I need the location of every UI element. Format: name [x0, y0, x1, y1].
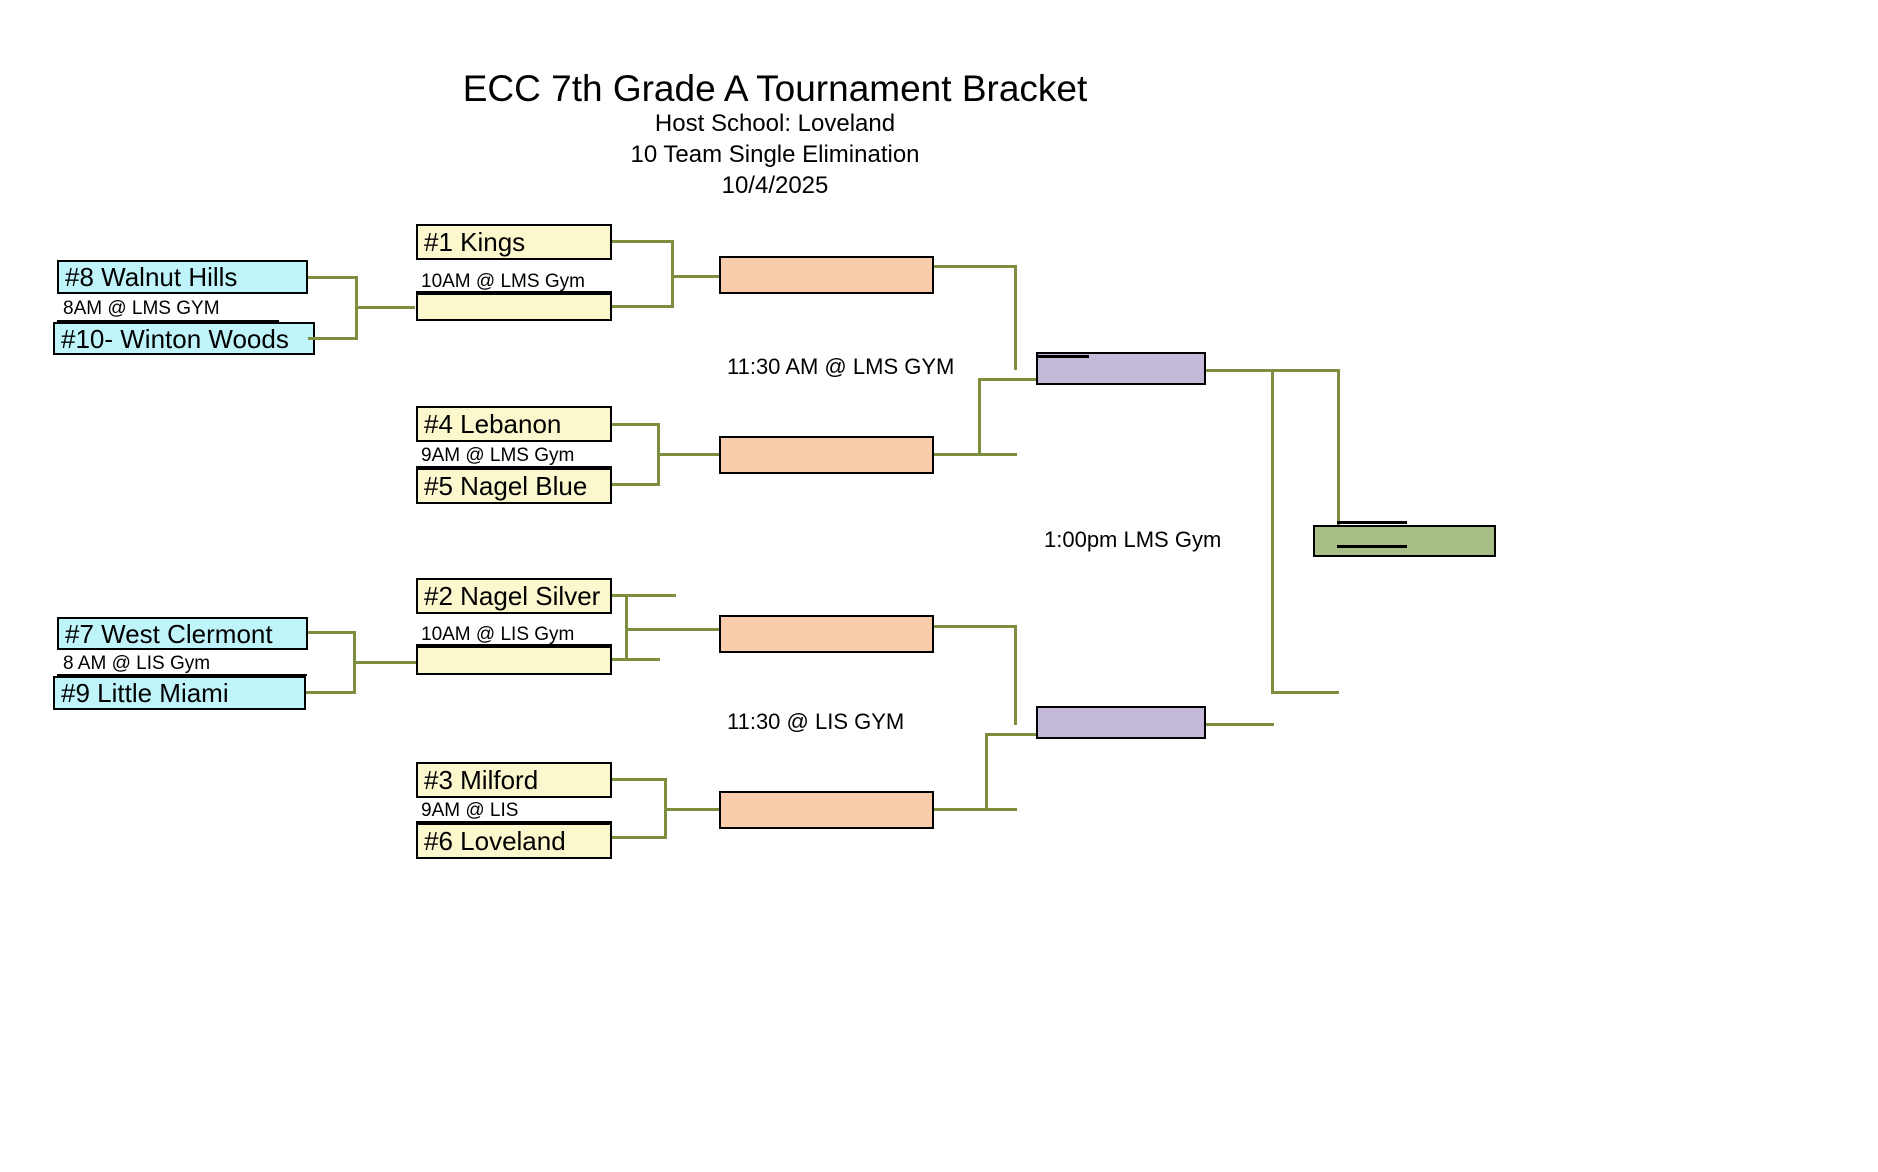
championship-tick-bottom	[1337, 545, 1407, 548]
connector-r1g3-bottom	[612, 658, 660, 661]
play-in-1-bottom-team[interactable]: #10- Winton Woods	[53, 322, 315, 355]
play-in-1-top-team[interactable]: #8 Walnut Hills	[57, 260, 308, 294]
connector-r1g3-top	[612, 594, 676, 597]
connector-r1g1-vert	[671, 240, 674, 307]
play-in-1-game-info: 8AM @ LMS GYM	[63, 298, 220, 319]
round1-game4-bottom-team[interactable]: #6 Loveland	[416, 823, 612, 859]
round1-game2-divider	[416, 466, 612, 468]
connector-r1g3-out	[625, 628, 721, 631]
semifinal-4-team[interactable]	[719, 791, 934, 829]
date-label: 10/4/2025	[721, 172, 829, 199]
connector-f1-out	[1206, 369, 1274, 372]
connector-f1-champ	[1271, 369, 1339, 372]
final-1-game-info: 11:30 AM @ LMS GYM	[727, 354, 955, 379]
round1-game4-game-info: 9AM @ LIS	[421, 800, 519, 821]
round1-game1-game-info: 10AM @ LMS Gym	[421, 271, 585, 292]
connector-sf3-out	[934, 625, 1017, 628]
play-in-2-bottom-team[interactable]: #9 Little Miami	[53, 676, 306, 710]
connector-playin2-out	[353, 661, 416, 664]
play-in-2-divider	[57, 674, 307, 676]
connector-f1-vert	[1271, 369, 1274, 694]
round1-game1-top-team[interactable]: #1 Kings	[416, 224, 612, 260]
connector-f2-out	[1206, 723, 1274, 726]
connector-playin2-bottom	[306, 691, 356, 694]
play-in-2-top-team[interactable]: #7 West Clermont	[57, 617, 308, 650]
connector-r1g4-bottom	[612, 836, 667, 839]
round1-game2-game-info: 9AM @ LMS Gym	[421, 445, 575, 466]
connector-sf1-out	[934, 265, 1017, 268]
play-in-2-game-info: 8 AM @ LIS Gym	[63, 653, 211, 674]
championship-team[interactable]	[1313, 525, 1496, 557]
round1-game3-bottom-team[interactable]	[416, 646, 612, 675]
connector-sf2-out	[934, 453, 1017, 456]
host-school-label: Host School: Loveland	[654, 110, 896, 137]
final-2-team[interactable]	[1036, 706, 1206, 739]
connector-r1g2-out	[657, 453, 721, 456]
final-1-tick	[1036, 355, 1089, 358]
round1-game3-divider	[416, 644, 612, 646]
connector-sf3-vert	[1014, 625, 1017, 725]
connector-r1g2-top	[612, 423, 660, 426]
connector-sf2-vert	[978, 378, 981, 455]
semifinal-3-team[interactable]	[719, 615, 934, 653]
connector-playin1-top	[308, 276, 358, 279]
connector-sf1-vert	[1014, 265, 1017, 370]
connector-r1g1-out	[671, 275, 721, 278]
championship-tick-top	[1337, 521, 1407, 524]
connector-champ-vert	[1337, 369, 1340, 539]
round1-game2-top-team[interactable]: #4 Lebanon	[416, 406, 612, 442]
connector-r1g1-top	[612, 240, 674, 243]
connector-f2-champ	[1271, 691, 1339, 694]
connector-r1g1-bottom	[612, 305, 674, 308]
connector-sf4-vert	[985, 733, 988, 809]
format-label: 10 Team Single Elimination	[630, 141, 920, 168]
connector-r1g4-top	[612, 778, 667, 781]
round1-game1-bottom-team[interactable]	[416, 293, 612, 321]
connector-r1g2-bottom	[612, 483, 660, 486]
round1-game4-divider	[416, 821, 612, 823]
connector-playin2-top	[308, 631, 356, 634]
connector-sf4-in	[985, 733, 1036, 736]
final-2-game-info: 11:30 @ LIS GYM	[727, 709, 905, 734]
round1-game3-top-team[interactable]: #2 Nagel Silver	[416, 578, 612, 614]
semifinal-1-team[interactable]	[719, 256, 934, 294]
semifinal-2-team[interactable]	[719, 436, 934, 474]
connector-playin1-bottom	[308, 337, 358, 340]
championship-game-info: 1:00pm LMS Gym	[1044, 527, 1222, 552]
connector-playin1-out	[355, 306, 415, 309]
connector-r1g4-out	[664, 808, 721, 811]
round1-game2-bottom-team[interactable]: #5 Nagel Blue	[416, 468, 612, 504]
connector-sf4-out	[934, 808, 1017, 811]
play-in-1-divider	[57, 320, 279, 322]
round1-game3-game-info: 10AM @ LIS Gym	[421, 624, 575, 645]
round1-game4-top-team[interactable]: #3 Milford	[416, 762, 612, 798]
round1-game1-divider	[416, 291, 612, 293]
page-title: ECC 7th Grade A Tournament Bracket	[462, 68, 1088, 109]
connector-r1g3-vert	[625, 594, 628, 660]
connector-sf2-in	[978, 378, 1036, 381]
